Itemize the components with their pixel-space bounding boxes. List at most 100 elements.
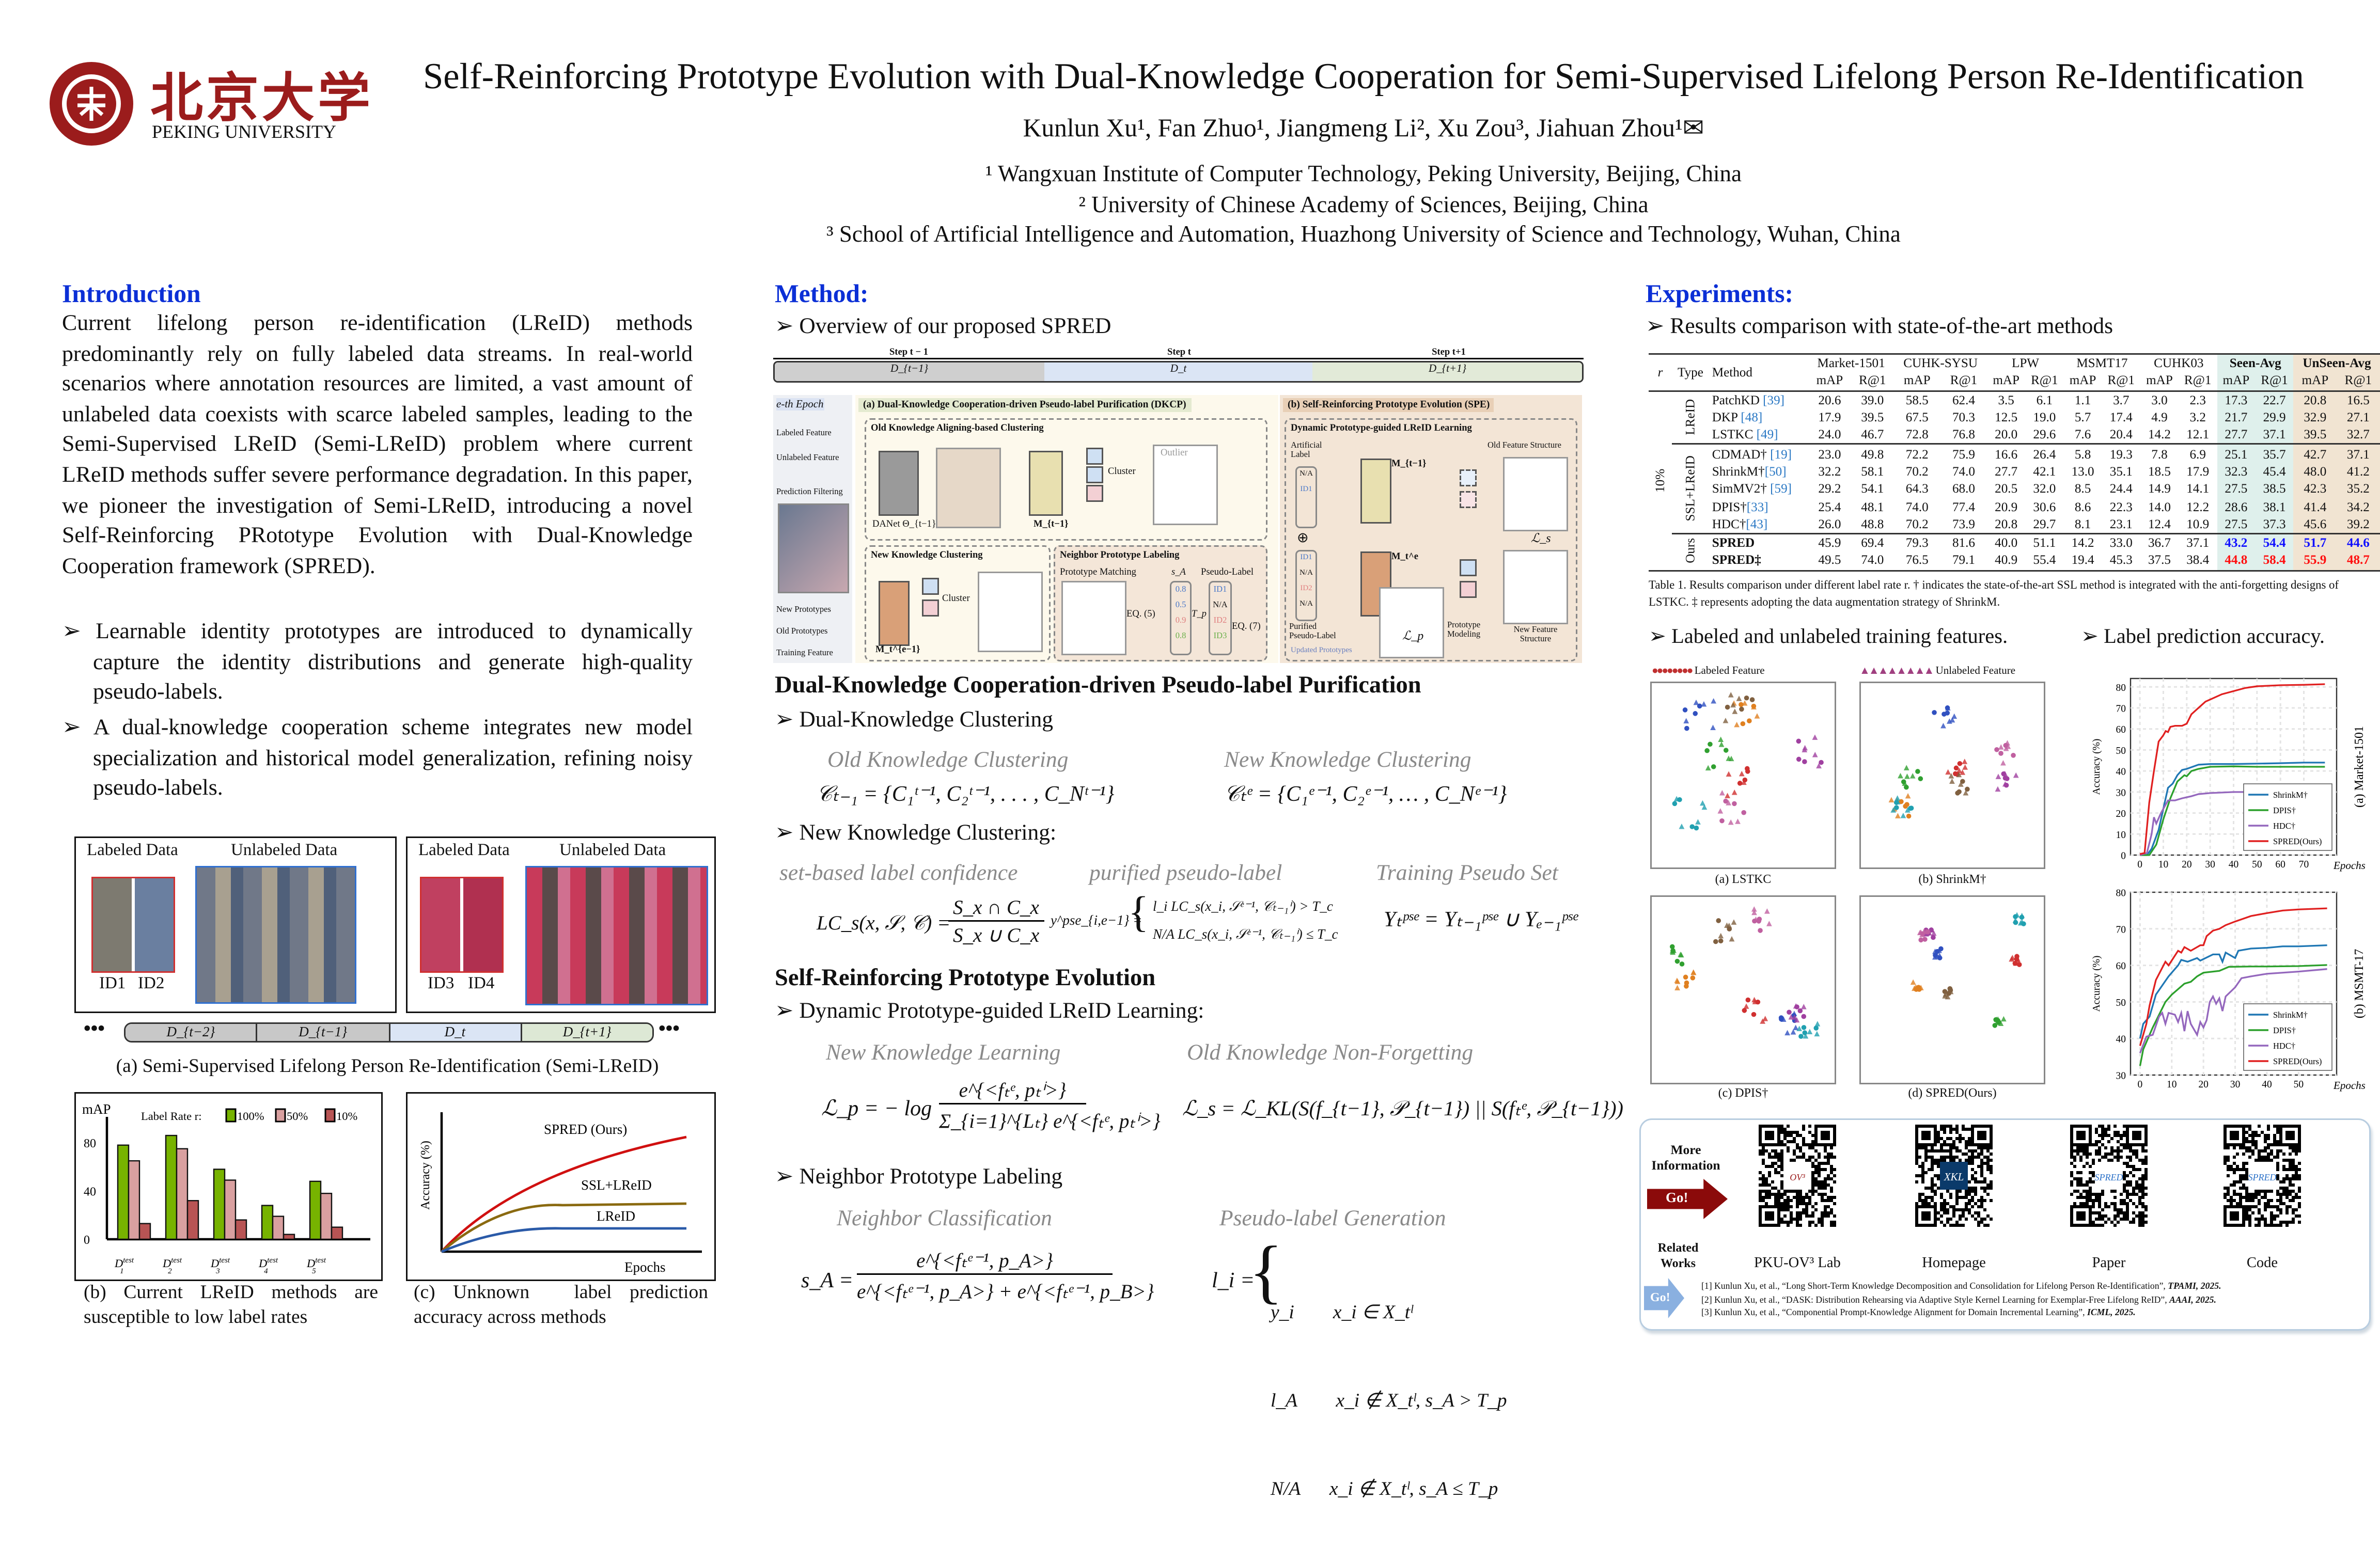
table-cell: 22.3 (2109, 499, 2133, 514)
label-cell: N/A (1299, 570, 1313, 578)
labeled-point (1697, 703, 1702, 709)
method-ref[interactable]: [33] (1746, 499, 1768, 514)
unlabeled-point (1728, 819, 1734, 825)
labeled-point (1739, 702, 1744, 707)
labeled-point (1739, 706, 1744, 712)
method-name: DKP [48] (1709, 409, 1808, 427)
bar (224, 1179, 237, 1240)
method-ref[interactable]: [49] (1756, 428, 1778, 442)
unlabeled-point (1751, 909, 1757, 915)
proto-modeling-label: Prototype Modeling (1447, 621, 1481, 640)
labeled-point (1723, 798, 1728, 804)
method-name: DPIS†[33] (1709, 498, 1808, 515)
labeled-point (1915, 769, 1920, 774)
labeled-point (1758, 928, 1763, 933)
table-cell: 20.8 (1995, 517, 2018, 531)
related-go-arrow[interactable]: Go! (1644, 1278, 1684, 1318)
go-arrow-button[interactable]: Go! (1647, 1179, 1728, 1219)
qr-label: Code (2246, 1256, 2278, 1272)
labeled-point (2003, 782, 2009, 788)
poster: 北京大学 PEKING UNIVERSITY Self-Reinforcing … (0, 0, 2380, 1338)
y-tick-label: 80 (84, 1137, 96, 1150)
ls-formula: ℒ_s = ℒ_KL(S(f_{t−1}, 𝒫_{t−1}) || S(fₜᵉ,… (1182, 1097, 1624, 1120)
unlabeled-person-images (525, 866, 708, 1005)
table-cell: 14.2 (2071, 536, 2094, 550)
unlabeled-point (1741, 779, 1747, 785)
timeline-segment: D_{t−2} (126, 1024, 258, 1041)
labeled-point (1941, 712, 1947, 717)
legend-label: 10% (336, 1110, 357, 1123)
method-ref[interactable]: [43] (1746, 517, 1768, 531)
features-bullet: Labeled and unlabeled training features. (1649, 624, 2008, 649)
fig-a-panel-right: Labeled Data Unlabeled Data ID3 ID4 (406, 836, 716, 1013)
qr-code-homepage[interactable]: XKL (1915, 1125, 1993, 1227)
x-tick-label: 20 (2182, 859, 2192, 870)
bar (320, 1193, 333, 1240)
table-cell: 3.5 (1998, 393, 2014, 407)
reference-item[interactable]: [3] Kunlun Xu, et al., “Componential Pro… (1701, 1308, 2221, 1321)
x-tick-label: 40 (2229, 859, 2239, 870)
id-label: ID2 (138, 974, 165, 993)
unlabeled-point (1734, 721, 1740, 728)
method-ref[interactable]: [39] (1763, 393, 1785, 407)
unlabeled-point (1796, 1025, 1803, 1031)
legend-label: 50% (287, 1110, 308, 1123)
qr-code-paper[interactable]: SPRED (2070, 1125, 2148, 1227)
table-cell: 75.9 (1952, 447, 1975, 461)
qr-code-lab[interactable]: OV³ (1759, 1125, 1836, 1227)
unlabeled-point (1963, 790, 1969, 796)
method-name: CDMAD† [19] (1709, 445, 1808, 463)
unlabeled-point (1948, 773, 1954, 779)
formula-label: set-based label confidence (779, 861, 1018, 886)
formula-label: Training Pseudo Set (1376, 861, 1558, 886)
formula-label: purified pseudo-label (1089, 861, 1282, 886)
new-structure-label: New Feature Structure (1513, 626, 1558, 644)
feature-cube-icon (1460, 559, 1477, 576)
unlabeled-point (1803, 1033, 1809, 1039)
intro-bullet-text: Learnable identity prototypes are introd… (93, 620, 693, 705)
method-label: PatchKD (1712, 393, 1763, 407)
method-ref[interactable]: [19] (1770, 447, 1792, 461)
labeled-point (1893, 805, 1899, 810)
y-tick-label: 40 (2116, 1034, 2126, 1045)
labeled-point (1787, 1009, 1792, 1015)
unlabeled-point (1735, 818, 1741, 824)
unlabeled-point (1718, 741, 1725, 747)
metric-header: mAP (1903, 374, 1931, 388)
labeled-point (1713, 939, 1718, 944)
qr-logo: SPRED (2248, 1172, 2277, 1182)
method-label: LSTKC (1712, 428, 1757, 442)
labeled-point (1689, 824, 1695, 829)
unlabeled-point (1923, 928, 1930, 935)
qr-code-code[interactable]: SPRED (2224, 1125, 2301, 1227)
metric-header: mAP (1816, 374, 1843, 388)
timeline-segment: D_t (389, 1024, 522, 1041)
ls-label: ℒ_s (1531, 531, 1551, 545)
unlabeled-point (1739, 770, 1745, 777)
table-cell: 38.4 (2186, 554, 2210, 568)
tsne-plot-dpis (1650, 895, 1836, 1084)
labeled-point (1737, 781, 1743, 786)
eq5-label: EQ. (5) (1126, 609, 1155, 620)
reference-item[interactable]: [1] Kunlun Xu, et al., “Long Short-Term … (1701, 1281, 2221, 1294)
method-ref[interactable]: [59] (1770, 482, 1792, 496)
table-cell: 18.5 (2148, 464, 2171, 479)
unlabeled-point (1726, 755, 1732, 761)
table-cell: 6.1 (2036, 393, 2053, 407)
reference-item[interactable]: [2] Kunlun Xu, et al., “DASK: Distributi… (1701, 1294, 2221, 1308)
labeled-point (1801, 1014, 1807, 1019)
npl-title: Neighbor Prototype Labeling (1060, 550, 1180, 561)
fig-c-panel: SPRED (Ours) SSL+LReID LReID Epochs Accu… (406, 1092, 716, 1281)
table-cell: 19.3 (2109, 447, 2133, 461)
method-name: ShrinkM†[50] (1709, 463, 1808, 480)
qr-label: Paper (2092, 1256, 2126, 1272)
method-ref[interactable]: [50] (1764, 464, 1787, 479)
labeled-point (1757, 917, 1762, 922)
feature-cube-icon (1086, 466, 1103, 483)
dkcp-heading: Dual-Knowledge Cooperation-driven Pseudo… (775, 672, 1421, 699)
prototype-modeling-view: ℒ_p (1379, 587, 1444, 658)
dkcp-bullet: Dual-Knowledge Clustering (775, 708, 1053, 734)
method-ref[interactable]: [48] (1741, 411, 1763, 425)
